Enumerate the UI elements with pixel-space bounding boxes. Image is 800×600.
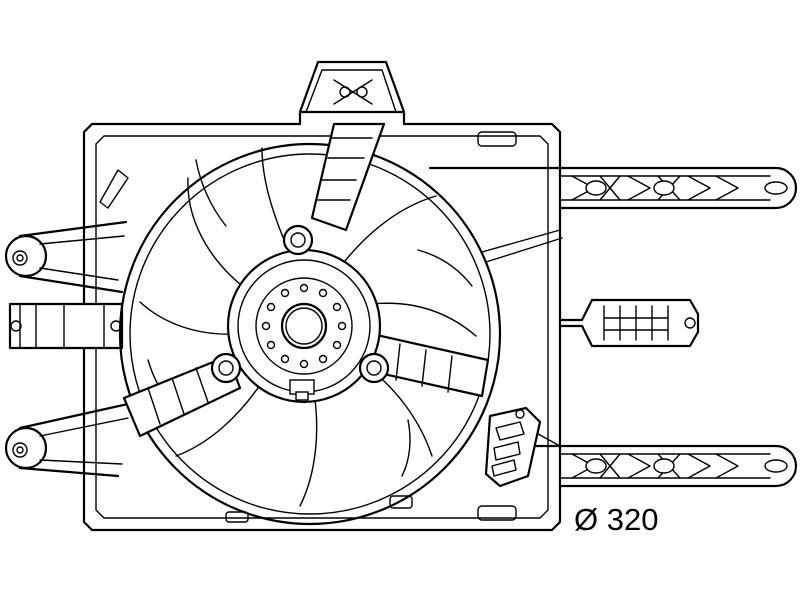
right-lower-arm [518, 444, 798, 488]
shroud-inner-edge [95, 135, 549, 519]
bottom-left-slot [225, 511, 249, 523]
shroud-frame [82, 110, 562, 532]
right-upper-arm [428, 166, 798, 210]
top-connector-tab [298, 60, 406, 114]
fan-outer-ring [118, 142, 502, 526]
electrical-connector [484, 406, 542, 488]
hub-boss-top [282, 224, 314, 256]
hub-boss-right [358, 352, 390, 384]
diameter-dimension-label: Ø 320 [574, 502, 659, 537]
bottom-right-slot [389, 495, 413, 509]
wire-upper [481, 229, 563, 263]
left-middle-bracket [8, 302, 124, 350]
left-lug [99, 169, 129, 209]
motor-hub [226, 248, 382, 404]
fan-inner-ring [129, 153, 491, 515]
left-lower-mount [4, 402, 130, 478]
hub-boss-left [210, 352, 242, 384]
bottom-slot [477, 505, 517, 521]
top-slot [477, 131, 517, 147]
left-upper-mount [4, 220, 128, 294]
upper-strut [310, 122, 386, 232]
right-middle-connector [558, 298, 700, 348]
